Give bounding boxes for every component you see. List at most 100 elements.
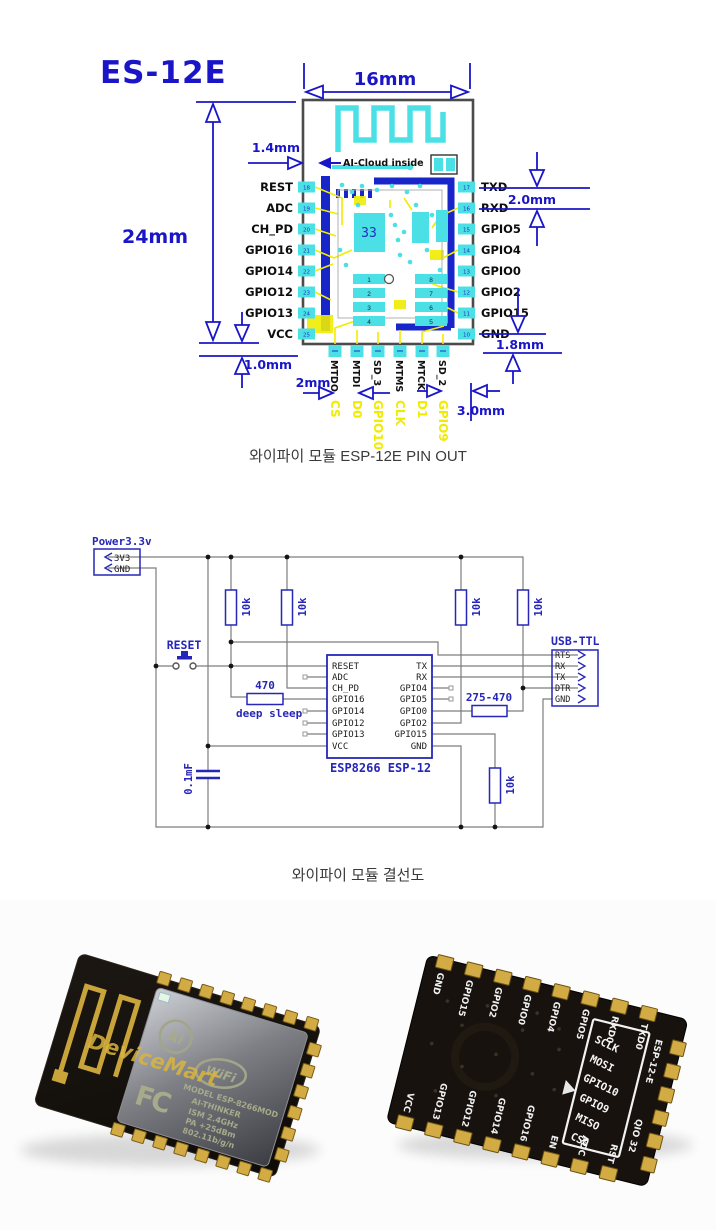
svg-text:20: 20 (303, 228, 310, 234)
svg-text:24mm: 24mm (122, 226, 188, 248)
svg-text:2: 2 (367, 291, 371, 298)
svg-text:GPIO12: GPIO12 (332, 719, 365, 729)
dim-1-0mm: 1.0mm (199, 312, 298, 388)
dim-24mm: 24mm (122, 101, 296, 343)
svg-text:MTDO: MTDO (328, 360, 339, 392)
r275-label: 275-470 (466, 691, 512, 704)
dim-1-4mm: 1.4mm (248, 140, 305, 171)
inner-pads: 1 2 3 4 8 7 6 5 (353, 273, 447, 326)
svg-text:GPIO16: GPIO16 (245, 243, 293, 257)
svg-text:CLK: CLK (393, 400, 407, 426)
wifi-logo-oval (194, 1057, 248, 1089)
svg-text:1: 1 (367, 277, 371, 284)
bottom-pins: MTDO MTDI SD_3 MTMS MTCK SD_2 CS D0 GPIO… (328, 345, 450, 450)
svg-text:GPIO12: GPIO12 (245, 285, 293, 299)
resistors: 10k 10k 10k 10k 10k 470 deep sleep 275-4… (224, 589, 545, 804)
svg-text:10k: 10k (533, 597, 545, 617)
junction-dots (153, 554, 526, 830)
svg-text:14: 14 (463, 249, 470, 255)
reset-label: RESET (167, 638, 202, 652)
svg-text:GPIO4: GPIO4 (400, 684, 427, 694)
antenna-feed-via (406, 163, 414, 171)
svg-text:6: 6 (429, 305, 433, 312)
svg-text:GPIO5: GPIO5 (481, 222, 521, 236)
svg-text:D0: D0 (350, 400, 364, 418)
svg-text:TXD: TXD (481, 180, 507, 194)
usb-ttl-connector: USB-TTL RTS RX TX DTR GND (551, 634, 600, 707)
svg-text:EN: EN (546, 1134, 559, 1150)
no-connect-stubs (302, 674, 454, 737)
svg-text:REST: REST (260, 180, 293, 194)
svg-text:GPIO0: GPIO0 (481, 264, 521, 278)
svg-text:GPIO13: GPIO13 (245, 306, 293, 320)
deep-sleep-label: deep sleep (236, 707, 303, 720)
usb-ttl-label: USB-TTL (551, 634, 600, 648)
svg-text:GPIO2: GPIO2 (481, 285, 521, 299)
svg-text:RTS: RTS (555, 651, 570, 661)
svg-text:GND: GND (555, 695, 570, 705)
chip-label: 33 (361, 226, 377, 241)
module-photo-back: GND GPIO15 GPIO2 GPIO0 GPIO4 GPIO5 RXD0 … (387, 954, 688, 1186)
schematic-wires (108, 556, 578, 828)
svg-text:D1: D1 (415, 400, 429, 418)
left-pins: 18 19 20 21 22 23 24 25 REST ADC CH_PD G… (245, 180, 315, 341)
antenna-pad (51, 1068, 69, 1085)
module-photo-front: Ai WiFi FC MODEL ESP-8266MOD AI-THINKER … (35, 954, 322, 1183)
reset-button: RESET (167, 638, 202, 670)
dim-2-0mm: 2.0mm (479, 152, 590, 246)
svg-text:2mm: 2mm (296, 375, 331, 390)
svg-text:VCC: VCC (267, 327, 293, 341)
ic-label: ESP8266 ESP-12 (330, 761, 431, 775)
front-pins (110, 970, 322, 1183)
pcb-blue-frame (374, 177, 455, 328)
svg-text:ADC: ADC (266, 201, 293, 215)
power-pin-3v3: 3V3 (114, 554, 130, 564)
diagram-title: ES-12E (100, 55, 227, 91)
svg-text:1.0mm: 1.0mm (244, 357, 292, 372)
esp8266-ic: RESET ADC CH_PD GPIO16 GPIO14 GPIO12 GPI… (326, 654, 433, 775)
svg-text:GPIO15: GPIO15 (394, 730, 427, 740)
svg-text:10k: 10k (297, 597, 309, 617)
power-pin-gnd: GND (114, 565, 130, 575)
svg-text:2.0mm: 2.0mm (508, 192, 556, 207)
svg-text:TX: TX (555, 673, 566, 683)
svg-text:3.0mm: 3.0mm (457, 403, 505, 418)
svg-text:8: 8 (429, 277, 433, 284)
svg-text:GPIO14: GPIO14 (245, 264, 293, 278)
smd-parts (412, 210, 448, 243)
svg-text:1.4mm: 1.4mm (252, 140, 300, 155)
svg-text:CH_PD: CH_PD (251, 222, 293, 237)
metal-shield (117, 987, 308, 1167)
svg-text:17: 17 (463, 186, 470, 192)
antenna-trace (335, 105, 446, 152)
back-arrow-mark (562, 1080, 576, 1095)
svg-text:RESET: RESET (332, 662, 360, 672)
svg-text:19: 19 (303, 207, 310, 213)
svg-text:15: 15 (463, 228, 470, 234)
pinout-diagram: ES-12E (100, 55, 590, 465)
back-pads (395, 954, 687, 1183)
chip-body (354, 213, 385, 252)
ai-cloud-arrow (318, 157, 331, 169)
svg-text:21: 21 (303, 249, 310, 255)
svg-text:GPIO5: GPIO5 (400, 695, 427, 705)
pcb-vias (337, 182, 443, 273)
power-label: Power3.3v (92, 535, 152, 548)
svg-text:VCC: VCC (332, 742, 348, 752)
svg-text:25: 25 (303, 333, 310, 339)
dim-16mm: 16mm (303, 63, 471, 100)
svg-text:3: 3 (367, 305, 371, 312)
svg-text:VCC: VCC (400, 1091, 415, 1113)
svg-text:7: 7 (429, 291, 433, 298)
svg-text:18: 18 (303, 186, 310, 192)
back-vias (429, 999, 561, 1117)
svg-text:RXD: RXD (481, 201, 508, 215)
svg-text:GPIO13: GPIO13 (332, 730, 365, 740)
svg-text:TX: TX (416, 662, 427, 672)
svg-text:MTDI: MTDI (350, 360, 361, 387)
dim-3-0mm: 3.0mm (417, 383, 505, 421)
svg-text:ADC: ADC (332, 673, 348, 683)
svg-text:MTCK: MTCK (415, 360, 426, 391)
svg-text:MTMS: MTMS (393, 360, 404, 392)
capacitor: 0.1mF (183, 763, 220, 795)
